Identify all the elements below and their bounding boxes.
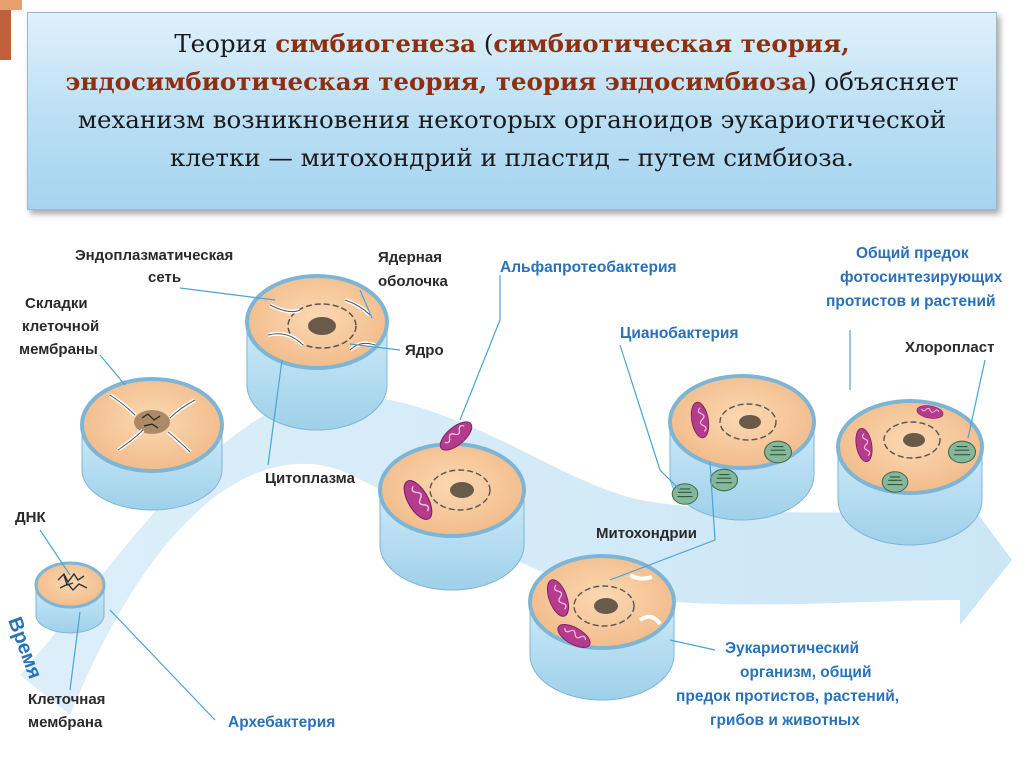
- label-cellmem-line2: мембрана: [28, 714, 103, 731]
- title-highlight-1: симбиогенеза: [275, 29, 477, 58]
- symbiogenesis-diagram: Время: [3, 245, 1012, 731]
- cell-photosynthetic-ancestor: [836, 399, 984, 546]
- label-folds-line3: мембраны: [19, 341, 98, 358]
- leader-lines: [39, 275, 986, 721]
- label-eukaryote-line1: Эукариотический: [725, 640, 859, 657]
- cell-membrane-folds: [80, 377, 224, 511]
- label-ancestor-photo-line2: фотосинтезирующих: [840, 269, 1003, 286]
- label-er-line2: сеть: [148, 269, 181, 286]
- label-eukaryote-line3: предок протистов, растений,: [676, 688, 899, 705]
- label-nucenv-line1: Ядерная: [378, 249, 442, 266]
- label-ancestor-photo-line1: Общий предок: [856, 245, 969, 262]
- accent-bar-top: [0, 0, 22, 10]
- label-ancestor-photo-line3: протистов и растений: [826, 293, 996, 310]
- label-nucleus: Ядро: [405, 342, 444, 359]
- label-cellmem-line1: Клеточная: [28, 691, 105, 708]
- cell-cyanobacterium-engulfing: [668, 374, 816, 521]
- label-eukaryote-line4: грибов и животных: [710, 712, 860, 729]
- cell-eukaryote: [528, 554, 676, 701]
- label-er-line1: Эндоплазматическая: [75, 247, 233, 264]
- title-text-3: ) объясняет механизм возникновения некот…: [77, 67, 959, 172]
- title-box: Теория симбиогенеза (симбиотическая теор…: [27, 12, 997, 210]
- title-highlight-2: симбиотическая теория, эндосимбиотическа…: [65, 29, 850, 96]
- label-chloroplast: Хлоропласт: [905, 339, 994, 356]
- label-alphaproteobacteria: Альфапротеобактерия: [500, 259, 677, 276]
- label-cytoplasm: Цитоплазма: [265, 470, 356, 487]
- label-nucenv-line2: оболочка: [378, 273, 449, 290]
- cell-engulfing: [378, 416, 526, 591]
- title-text-1: Теория: [174, 29, 276, 58]
- label-archaea: Архебактерия: [228, 714, 335, 731]
- accent-bar: [0, 0, 11, 60]
- label-mitochondria: Митохондрии: [596, 525, 697, 542]
- label-cyanobacteria: Цианобактерия: [620, 325, 739, 342]
- label-eukaryote-line2: организм, общий: [740, 664, 871, 681]
- label-folds-line2: клеточной: [22, 318, 99, 335]
- cell-archaebacterium: [34, 561, 106, 634]
- label-folds-line1: Складки: [25, 295, 88, 312]
- label-dna: ДНК: [15, 509, 47, 526]
- title-text-2: (: [476, 29, 494, 58]
- cell-nucleus: [245, 274, 389, 431]
- time-label: Время: [3, 614, 46, 682]
